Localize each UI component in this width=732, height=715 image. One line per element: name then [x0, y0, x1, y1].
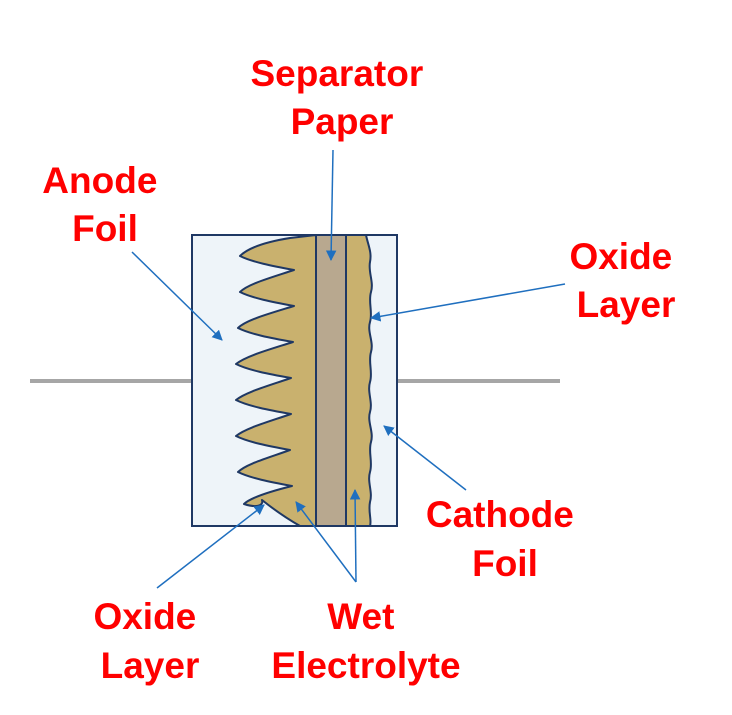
cathode-pointer [383, 425, 467, 491]
separator-label: Separator Paper [250, 53, 433, 142]
wet-electrolyte-label: Wet Electrolyte [271, 596, 460, 686]
oxide-right-pointer [369, 283, 566, 322]
electrolyte-pointer-cathode-side [349, 488, 361, 583]
oxide-layer-left-label: Oxide Layer [93, 596, 206, 686]
cathode-foil-label: Cathode Foil [426, 494, 584, 584]
oxide-layer-right-label: Oxide Layer [569, 236, 682, 325]
cathode-electrolyte-region [345, 234, 373, 527]
electrolyte-pointer-anode-side [295, 501, 357, 583]
separator-paper [315, 234, 347, 527]
separator-pointer [325, 149, 337, 262]
anode-foil [235, 234, 317, 527]
anode-pointer [131, 251, 223, 341]
anode-foil-label: Anode Foil [42, 160, 167, 249]
oxide-left-pointer [156, 504, 265, 589]
